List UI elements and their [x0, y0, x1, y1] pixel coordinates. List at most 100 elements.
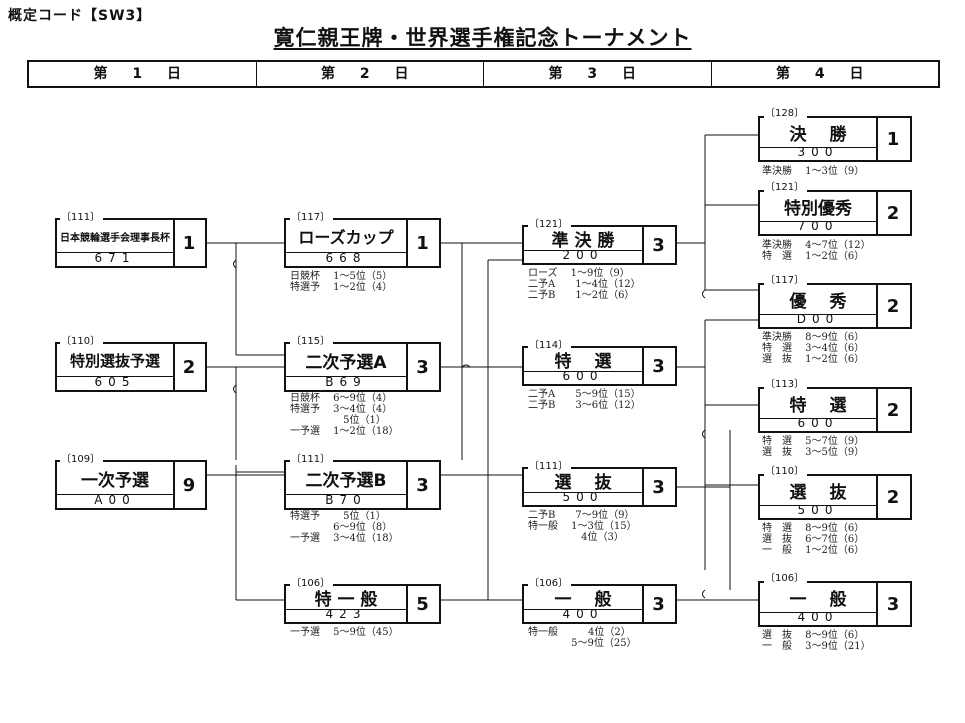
race-box-d4-special-excellent: 特別優秀 700 2	[758, 190, 912, 236]
race-entry-note: 準決勝 1～3位（9）	[762, 166, 865, 177]
race-points: 500	[760, 503, 878, 518]
race-count: 3	[652, 355, 665, 377]
race-name: 選 抜	[760, 476, 878, 506]
race-entry-note: 二予B 7～9位（9） 特一般 1～3位（15） 4位（3）	[528, 510, 637, 543]
race-box-d2-rose-cup: ローズカップ 668 1	[284, 218, 441, 268]
race-number: 〔113〕	[764, 379, 808, 390]
race-count: 3	[416, 474, 429, 496]
race-count: 9	[182, 474, 196, 496]
race-number: 〔106〕	[764, 573, 808, 584]
race-count: 3	[886, 593, 900, 615]
race-points: 400	[760, 610, 878, 625]
tournament-title: 寛仁親王牌・世界選手権記念トーナメント	[273, 26, 692, 50]
race-points: 600	[760, 416, 878, 431]
race-count: 3	[652, 476, 665, 498]
race-count: 5	[416, 593, 429, 615]
race-box-d3-general: 一 般 400 3	[522, 584, 677, 624]
race-box-d1-first-preliminary: 一次予選 A00 9	[55, 460, 207, 510]
race-count: 3	[652, 234, 665, 256]
race-entry-note: 準決勝 4～7位（12） 特 選 1～2位（6）	[762, 240, 871, 262]
race-entry-note: 特 選 8～9位（6） 選 抜 6～7位（6） 一 般 1～2位（6）	[762, 523, 865, 556]
race-number: 〔111〕	[290, 454, 334, 465]
race-points: A00	[57, 493, 175, 508]
race-number: 〔111〕	[528, 461, 572, 472]
race-points: 600	[524, 369, 644, 384]
race-count: 2	[886, 399, 900, 421]
race-box-d3-special-selection: 特 選 600 3	[522, 346, 677, 386]
race-entry-note: 準決勝 8～9位（6） 特 選 3～4位（6） 選 抜 1～2位（6）	[762, 332, 865, 365]
race-name: 準 決 勝	[524, 227, 644, 251]
race-number: 〔110〕	[60, 336, 104, 347]
race-points: 423	[286, 607, 408, 622]
race-number: 〔109〕	[60, 454, 104, 465]
race-box-d4-excellent: 優 秀 D00 2	[758, 283, 912, 329]
race-count: 1	[886, 128, 900, 150]
race-box-d3-semifinal: 準 決 勝 200 3	[522, 225, 677, 265]
race-entry-note: 日競杯 6～9位（4） 特選予 3～4位（4） 5位（1） 一予選 1～2位（1…	[290, 393, 399, 437]
race-box-d3-selection: 選 抜 500 3	[522, 467, 677, 507]
race-number: 〔121〕	[528, 219, 572, 230]
race-number: 〔110〕	[764, 466, 808, 477]
race-name: 特別選抜予選	[57, 344, 175, 377]
race-points: D00	[760, 312, 878, 327]
race-number: 〔111〕	[60, 212, 104, 223]
race-box-d2-second-preliminary-b: 二次予選B B70 3	[284, 460, 441, 510]
race-name: 日本競輪選手会理事長杯	[57, 220, 175, 253]
race-number: 〔121〕	[764, 182, 808, 193]
race-count: 2	[886, 295, 900, 317]
race-number: 〔114〕	[528, 340, 572, 351]
race-name: 特別優秀	[760, 192, 878, 222]
race-count: 2	[182, 356, 196, 378]
race-entry-note: 選 抜 8～9位（6） 一 般 3～9位（21）	[762, 630, 871, 652]
race-points: 668	[286, 251, 408, 266]
race-count: 3	[652, 593, 665, 615]
race-name: 選 抜	[524, 469, 644, 493]
race-box-d4-final: 決 勝 300 1	[758, 116, 912, 162]
race-box-d2-second-preliminary-a: 二次予選A B69 3	[284, 342, 441, 392]
race-box-d4-general: 一 般 400 3	[758, 581, 912, 627]
race-points: B70	[286, 493, 408, 508]
schedule-code: 概定コード【SW3】	[8, 8, 152, 24]
race-points: 605	[57, 375, 175, 390]
race-number: 〔106〕	[290, 578, 334, 589]
race-entry-note: 特 選 5～7位（9） 選 抜 3～5位（9）	[762, 436, 865, 458]
race-points: 200	[524, 248, 644, 263]
race-name: ローズカップ	[286, 220, 408, 253]
race-points: 500	[524, 490, 644, 505]
race-name: 二次予選A	[286, 344, 408, 377]
day-4-header: 第 4 日	[776, 66, 874, 82]
race-name: 特 選	[524, 348, 644, 372]
race-number: 〔117〕	[290, 212, 334, 223]
race-name: 一 般	[524, 586, 644, 610]
race-name: 決 勝	[760, 118, 878, 148]
race-points: B69	[286, 375, 408, 390]
race-points: 671	[57, 251, 175, 266]
race-name: 一次予選	[57, 462, 175, 495]
race-number: 〔117〕	[764, 275, 808, 286]
race-name: 特 選	[760, 389, 878, 419]
race-count: 2	[886, 486, 900, 508]
race-name: 優 秀	[760, 285, 878, 315]
race-name: 特 一 般	[286, 586, 408, 610]
race-points: 700	[760, 219, 878, 234]
race-count: 1	[182, 232, 196, 254]
race-box-d2-special-general: 特 一 般 423 5	[284, 584, 441, 624]
race-entry-note: 一予選 5～9位（45）	[290, 627, 399, 638]
race-entry-note: 特選予 5位（1） 6～9位（8） 一予選 3～4位（18）	[290, 511, 399, 544]
race-count: 2	[886, 202, 900, 224]
day-3-header: 第 3 日	[484, 62, 712, 86]
race-box-d1-chairman: 日本競輪選手会理事長杯 671 1	[55, 218, 207, 268]
race-number: 〔128〕	[764, 108, 808, 119]
race-box-d1-special-selection: 特別選抜予選 605 2	[55, 342, 207, 392]
race-entry-note: 特一般 4位（2） 5～9位（25）	[528, 627, 637, 649]
day-1-header: 第 1 日	[29, 62, 257, 86]
day-header-row: 第 1 日 第 2 日 第 3 日 第 4 日	[27, 60, 940, 88]
race-entry-note: 二予A 5～9位（15） 二予B 3～6位（12）	[528, 389, 641, 411]
race-points: 300	[760, 145, 878, 160]
day-2-header: 第 2 日	[257, 62, 484, 86]
race-name: 二次予選B	[286, 462, 408, 495]
race-number: 〔106〕	[528, 578, 572, 589]
race-name: 一 般	[760, 583, 878, 613]
race-points: 400	[524, 607, 644, 622]
